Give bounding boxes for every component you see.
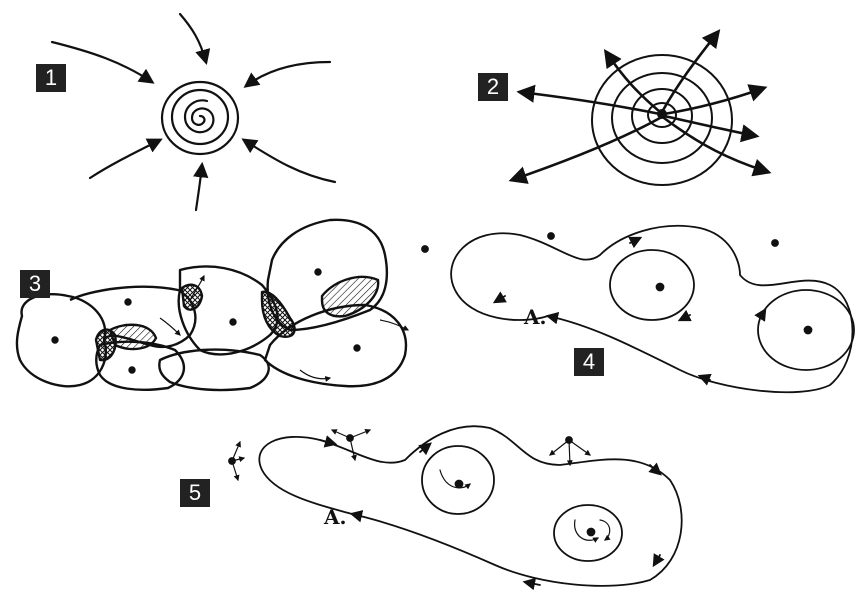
local-flow-arrow-1 xyxy=(332,430,350,438)
panel-5-point-label: A. xyxy=(324,505,346,529)
outflow-arrow-right xyxy=(664,88,764,114)
fixed-point-3 xyxy=(772,240,778,246)
panel-3-badge: 3 xyxy=(20,270,50,298)
panel-2-source-diagram xyxy=(512,32,768,185)
panel-4-badge: 4 xyxy=(574,348,604,376)
direction-arrow-1 xyxy=(495,296,505,302)
inflow-arrow-right-bottom xyxy=(244,140,335,182)
fixed-point-1 xyxy=(422,246,428,252)
basin-point-1 xyxy=(53,338,58,343)
outflow-arrow-lower-right xyxy=(664,118,768,172)
trajectory-inner-loop-center xyxy=(610,250,694,320)
panel-1-sink-diagram xyxy=(52,14,335,210)
fixed-point-4 xyxy=(657,284,664,291)
local-flow-arrow-3 xyxy=(350,438,355,460)
inflow-arrow-left-bottom xyxy=(90,140,160,178)
direction-arrow-d xyxy=(654,555,660,565)
fixed-point-2 xyxy=(548,233,554,239)
panel-4-point-label: A. xyxy=(524,305,546,329)
hatched-region-right-center xyxy=(262,292,295,337)
panel-4-trajectories-diagram xyxy=(422,226,854,392)
local-flow-arrow-9 xyxy=(232,461,238,480)
sink-spiral xyxy=(185,100,213,132)
basin-point-3 xyxy=(130,368,135,373)
panel-5-badge: 5 xyxy=(180,479,210,507)
local-flow-arrow-4 xyxy=(550,440,569,455)
direction-arrow-3 xyxy=(680,315,690,320)
outflow-arrow-left xyxy=(520,92,660,114)
direction-arrow-c xyxy=(650,465,660,474)
panel-5-flow-diagram xyxy=(229,426,682,586)
basin-flow-arrow-2 xyxy=(380,320,408,330)
basin-point-5 xyxy=(316,270,321,275)
basin-point-2 xyxy=(126,300,131,305)
direction-arrow-a xyxy=(320,440,335,444)
panel-2-badge: 2 xyxy=(478,73,508,101)
basin-point-6 xyxy=(355,346,360,351)
inflow-arrow-right-top xyxy=(246,62,330,86)
panel-3-basins-diagram xyxy=(17,220,408,390)
inflow-arrow-top xyxy=(180,14,206,62)
local-flow-arrow-2 xyxy=(350,430,370,438)
flow-outer-loop xyxy=(259,426,681,586)
basin-flow-arrow-3 xyxy=(300,370,330,379)
spiral-in-arrow-right-2 xyxy=(600,520,610,540)
local-flow-arrow-5 xyxy=(569,440,590,455)
inflow-arrow-left-top xyxy=(52,42,152,82)
hatched-region-center-left xyxy=(110,325,156,349)
direction-arrow-2 xyxy=(630,238,640,243)
fixed-point-5 xyxy=(805,327,812,334)
basin-point-4 xyxy=(231,320,236,325)
basin-flow-arrow-4 xyxy=(160,318,180,335)
direction-arrow-e xyxy=(525,582,540,585)
panel-1-badge: 1 xyxy=(36,64,66,92)
flow-point-4 xyxy=(456,481,463,488)
outflow-arrow-lower-left xyxy=(512,118,660,180)
basin-far-left xyxy=(17,294,106,386)
basin-center-lower xyxy=(159,350,268,390)
local-flow-arrow-8 xyxy=(232,442,240,461)
flow-point-5 xyxy=(588,529,595,536)
inflow-arrow-bottom xyxy=(196,165,202,210)
